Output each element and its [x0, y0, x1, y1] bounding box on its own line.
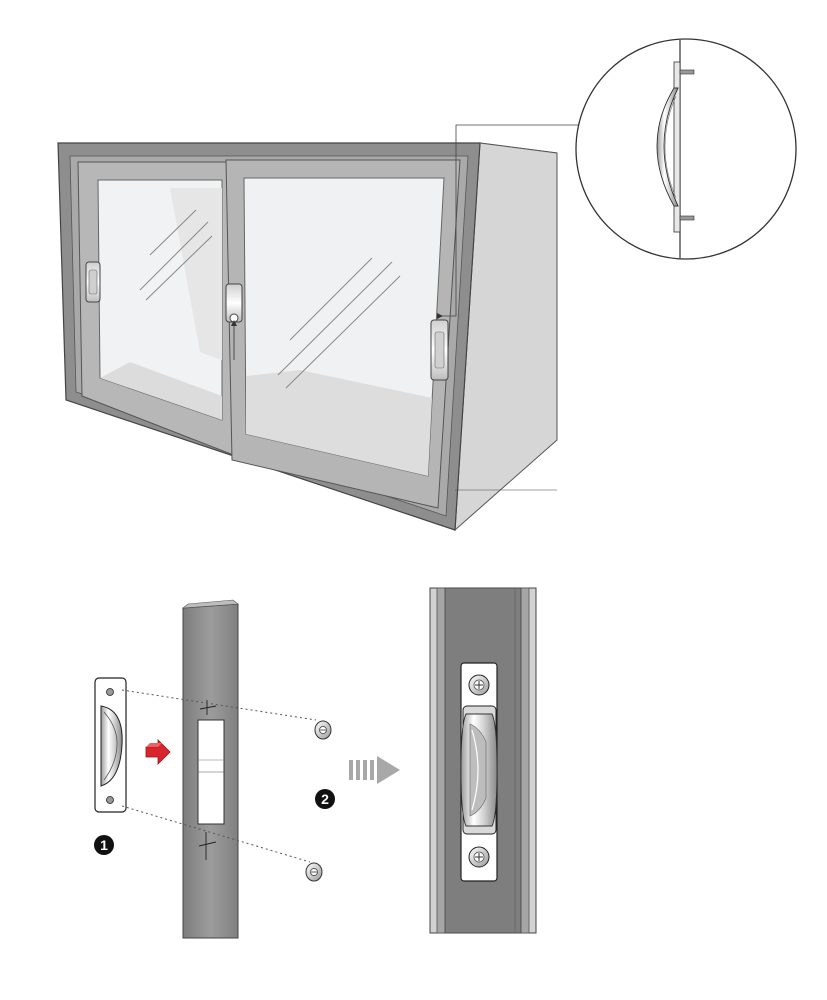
- strip-hole-top: [199, 700, 217, 715]
- installed-result: [429, 587, 537, 934]
- screw-bottom-loose: [305, 862, 323, 882]
- detail-handle-curve: [656, 87, 679, 207]
- screw-top-loose: [314, 720, 332, 740]
- center-lock: [225, 283, 243, 360]
- step-marker-2-label: 2: [321, 791, 329, 807]
- right-sliding-door: [225, 159, 461, 509]
- installed-screw-bottom: [468, 846, 490, 868]
- cabinet: [57, 124, 578, 532]
- step-marker-1-label: 1: [100, 837, 108, 853]
- detail-screw-top: [679, 69, 695, 75]
- step-marker-1: 1: [94, 835, 114, 855]
- left-sliding-door: [77, 161, 237, 457]
- handle-profile-detail: [575, 38, 797, 260]
- handle-part: [94, 677, 127, 813]
- detail-circle: [575, 38, 797, 260]
- insert-arrow-icon: [145, 739, 171, 765]
- step-marker-2: 2: [315, 789, 335, 809]
- exploded-installation: 1 2: [94, 599, 400, 939]
- right-interior-floor: [246, 370, 432, 476]
- detail-screw-bottom: [679, 215, 695, 221]
- handle-grip: [100, 705, 123, 787]
- left-interior-floor: [100, 362, 222, 420]
- result-arrow-icon: [349, 756, 400, 784]
- zoom-leader-line: [440, 124, 578, 317]
- strip-hole-bottom: [198, 832, 217, 860]
- installed-screw-top: [468, 674, 490, 696]
